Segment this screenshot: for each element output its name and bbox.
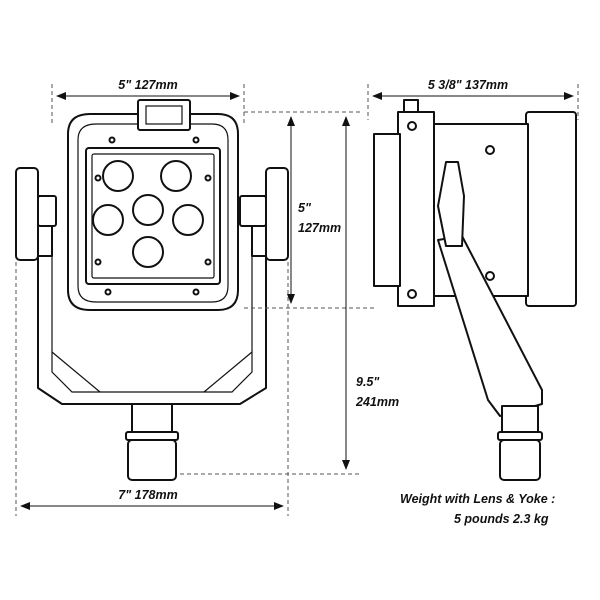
side-spigot <box>497 405 543 481</box>
led-lens-1 <box>102 160 134 192</box>
led-lens-3 <box>132 194 164 226</box>
front-view <box>15 99 289 481</box>
led-lens-6 <box>132 236 164 268</box>
front-top-clip <box>137 99 191 131</box>
dim-head-height: 5" 127mm <box>244 111 374 309</box>
side-front-plate <box>397 111 435 307</box>
side-rear-body <box>525 111 577 307</box>
dim-side-depth: 5 3/8" 137mm <box>367 78 579 120</box>
dim-bottom-width: 7" 178mm <box>15 262 289 516</box>
side-view <box>373 99 577 481</box>
total-height-mm-label: 241mm <box>355 395 399 409</box>
side-depth-label: 5 3/8" 137mm <box>428 78 508 92</box>
led-lens-4 <box>92 204 124 236</box>
dim-top-width: 5" 127mm <box>51 78 245 124</box>
front-spigot <box>125 403 179 481</box>
weight-line-1: Weight with Lens & Yoke : <box>400 492 555 506</box>
bottom-width-label: 7" 178mm <box>118 488 177 502</box>
head-height-in-label: 5" <box>298 201 312 215</box>
led-lens-5 <box>172 204 204 236</box>
front-right-knob <box>239 167 289 261</box>
weight-line-2: 5 pounds 2.3 kg <box>454 512 549 526</box>
dim-total-height: 9.5" 241mm <box>180 116 399 475</box>
side-knob <box>437 161 465 247</box>
total-height-in-label: 9.5" <box>356 375 380 389</box>
front-left-knob <box>15 167 57 261</box>
weight-note: Weight with Lens & Yoke : 5 pounds 2.3 k… <box>400 492 555 526</box>
side-top-clip <box>403 99 419 113</box>
side-lens-hood <box>373 133 401 287</box>
head-height-mm-label: 127mm <box>298 221 341 235</box>
front-head <box>67 113 239 311</box>
led-lens-2 <box>160 160 192 192</box>
top-width-label: 5" 127mm <box>118 78 177 92</box>
